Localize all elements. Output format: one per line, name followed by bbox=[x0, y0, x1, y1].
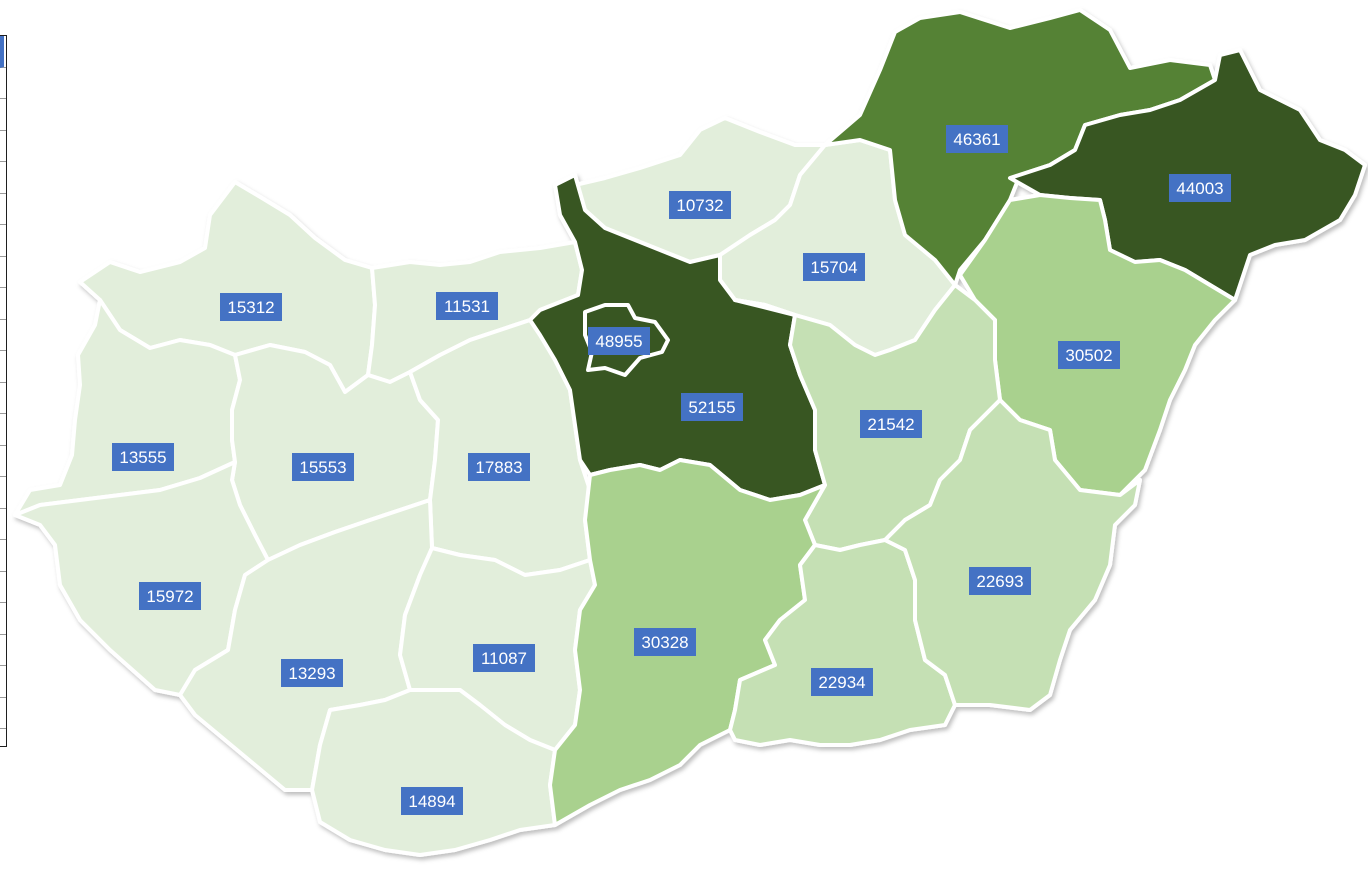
label-hajdu-bihar: 30502 bbox=[1058, 341, 1120, 369]
label-csongrad-csanad: 22934 bbox=[811, 668, 873, 696]
value-label: 30328 bbox=[641, 633, 688, 652]
county-bekes[interactable] bbox=[883, 398, 1142, 712]
label-veszprem: 15553 bbox=[292, 453, 354, 481]
value-label: 46361 bbox=[953, 130, 1000, 149]
value-label: 22934 bbox=[818, 673, 865, 692]
label-borsod-abauj-zemplen: 46361 bbox=[946, 125, 1008, 153]
value-label: 15553 bbox=[299, 458, 346, 477]
label-budapest: 48955 bbox=[588, 327, 650, 355]
partial-legend-table bbox=[0, 35, 7, 747]
label-pest: 52155 bbox=[681, 393, 743, 421]
label-fejer: 17883 bbox=[468, 453, 530, 481]
label-bekes: 22693 bbox=[969, 567, 1031, 595]
value-label: 11531 bbox=[444, 297, 490, 316]
value-label: 11087 bbox=[481, 649, 527, 668]
value-label: 21542 bbox=[867, 415, 914, 434]
label-gyor-moson-sopron: 15312 bbox=[220, 293, 282, 321]
value-label: 10732 bbox=[676, 196, 723, 215]
value-label: 17883 bbox=[475, 458, 522, 477]
value-label: 13555 bbox=[119, 448, 166, 467]
value-label: 30502 bbox=[1065, 346, 1112, 365]
label-baranya: 14894 bbox=[401, 787, 463, 815]
label-somogy: 13293 bbox=[281, 659, 343, 687]
label-komarom-esztergom: 11531 bbox=[436, 292, 498, 320]
value-label: 15312 bbox=[227, 298, 274, 317]
label-tolna: 11087 bbox=[473, 644, 535, 672]
value-label: 14894 bbox=[408, 792, 455, 811]
label-nograd: 10732 bbox=[669, 191, 731, 219]
value-label: 13293 bbox=[288, 664, 335, 683]
value-label: 44003 bbox=[1176, 179, 1223, 198]
value-label: 22693 bbox=[976, 572, 1023, 591]
label-bacs-kiskun: 30328 bbox=[634, 628, 696, 656]
value-label: 15704 bbox=[810, 258, 857, 277]
label-heves: 15704 bbox=[803, 253, 865, 281]
label-vas: 13555 bbox=[112, 443, 174, 471]
value-labels: 15312 11531 13555 15553 17883 15972 1329… bbox=[112, 125, 1231, 815]
value-label: 48955 bbox=[595, 332, 642, 351]
label-jasz-nagykun-szolnok: 21542 bbox=[860, 410, 922, 438]
value-label: 15972 bbox=[146, 587, 193, 606]
label-szabolcs-szatmar-bereg: 44003 bbox=[1169, 174, 1231, 202]
value-label: 52155 bbox=[688, 398, 735, 417]
label-zala: 15972 bbox=[139, 582, 201, 610]
